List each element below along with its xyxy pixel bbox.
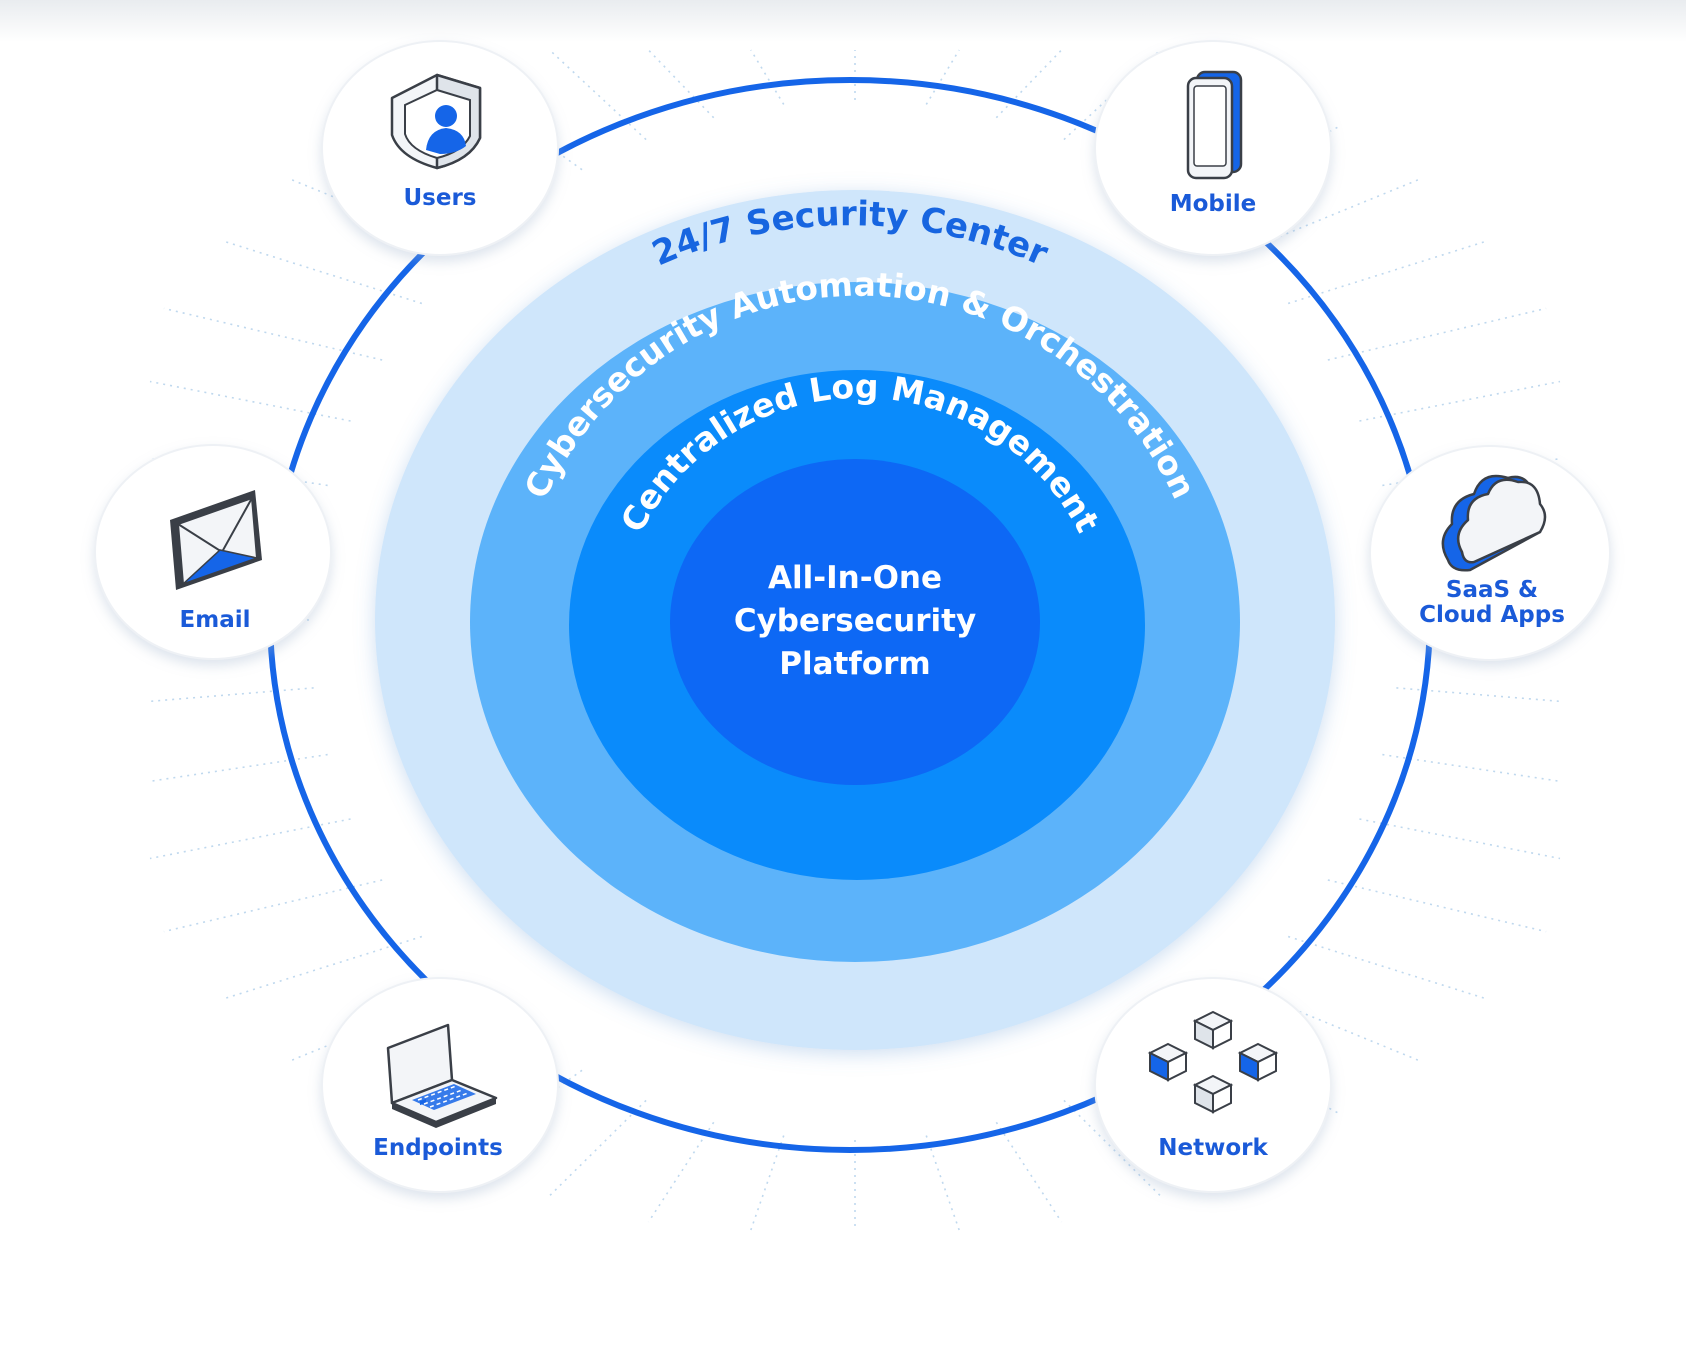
core-label-line2: Cybersecurity bbox=[734, 603, 976, 639]
radial-ray bbox=[149, 753, 328, 783]
network-cubes-icon bbox=[1147, 1010, 1279, 1114]
radial-ray bbox=[149, 687, 314, 703]
radial-ray bbox=[221, 239, 423, 305]
node-label-endpoints: Endpoints bbox=[373, 1135, 503, 1161]
radial-ray bbox=[647, 1121, 715, 1223]
radial-ray bbox=[1327, 879, 1547, 933]
node-label-email: Email bbox=[180, 607, 251, 633]
top-band bbox=[0, 0, 1686, 42]
core-label-line3: Platform bbox=[779, 646, 930, 682]
user-shield-icon bbox=[390, 73, 482, 170]
radial-ray bbox=[750, 49, 785, 105]
node-users: Users bbox=[321, 40, 559, 256]
radial-ray bbox=[163, 879, 383, 933]
radial-ray bbox=[995, 1121, 1063, 1223]
cube-face-right bbox=[1257, 1051, 1277, 1082]
core-label-line1: All-In-One bbox=[768, 560, 942, 596]
node-label-mobile: Mobile bbox=[1170, 191, 1257, 217]
layer-core bbox=[670, 459, 1040, 785]
cloud-icon bbox=[1441, 474, 1547, 572]
radial-ray bbox=[995, 49, 1063, 119]
radial-ray bbox=[1063, 1099, 1161, 1197]
mobile-phone-icon bbox=[1186, 70, 1243, 180]
radial-ray bbox=[647, 49, 715, 119]
node-saas-cloud: SaaS & Cloud Apps bbox=[1369, 445, 1611, 661]
node-network: Network bbox=[1094, 977, 1332, 1193]
radial-ray bbox=[1382, 753, 1561, 783]
cube-face-right bbox=[1167, 1051, 1187, 1082]
node-label-saas-line2: Cloud Apps bbox=[1419, 602, 1565, 628]
node-label-network: Network bbox=[1158, 1135, 1268, 1161]
radial-ray bbox=[549, 49, 647, 141]
node-mobile: Mobile bbox=[1094, 40, 1332, 256]
envelope-icon bbox=[170, 490, 262, 590]
radial-ray bbox=[750, 1135, 785, 1231]
cube-face-right bbox=[1212, 1083, 1232, 1114]
node-email: Email bbox=[94, 444, 332, 660]
radial-ray bbox=[549, 1099, 647, 1197]
radial-ray bbox=[1287, 935, 1489, 1001]
radial-ray bbox=[1359, 818, 1561, 860]
laptop-icon bbox=[386, 1023, 498, 1128]
radial-ray bbox=[925, 49, 960, 105]
cube-face-right bbox=[1212, 1019, 1232, 1050]
node-label-saas-line1: SaaS & bbox=[1446, 577, 1538, 603]
node-endpoints: Endpoints bbox=[321, 977, 559, 1193]
radial-ray bbox=[1287, 239, 1489, 305]
node-label-users: Users bbox=[404, 185, 477, 211]
radial-ray bbox=[925, 1135, 960, 1231]
radial-ray bbox=[1327, 307, 1547, 361]
radial-ray bbox=[163, 307, 383, 361]
